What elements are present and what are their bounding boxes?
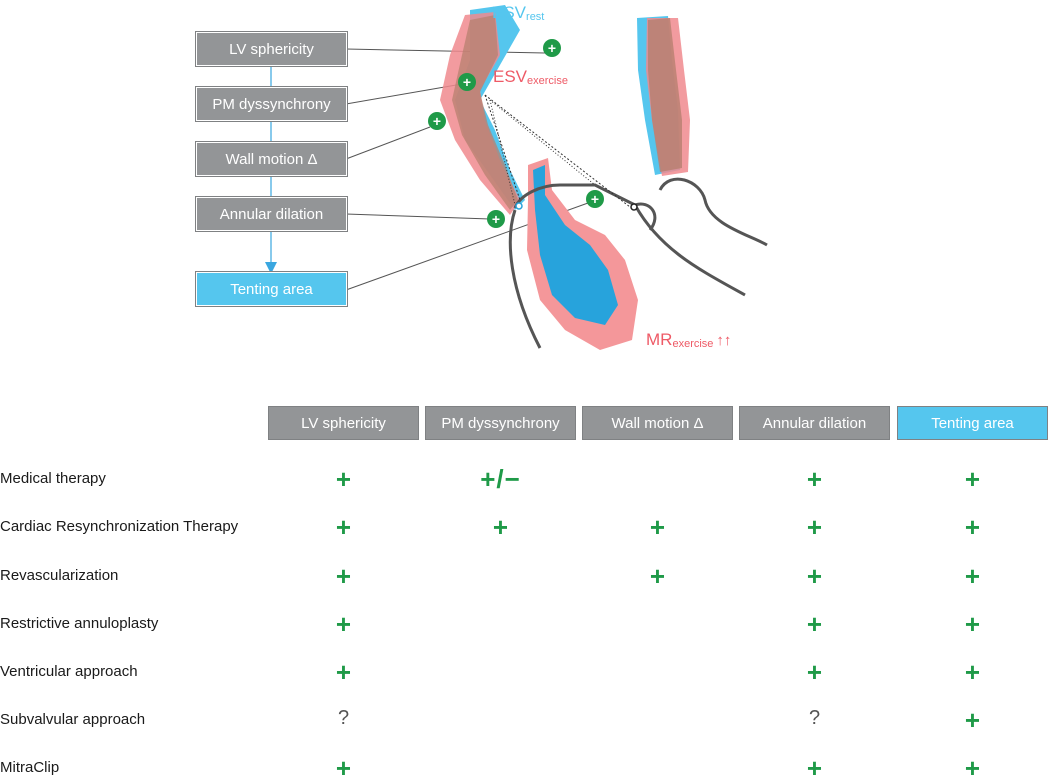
col-header-annular-dilation: Annular dilation <box>739 406 890 440</box>
table-cell: + <box>335 657 352 687</box>
table-cell: + <box>806 609 823 639</box>
outcome-box-tenting-area: Tenting area <box>195 271 348 307</box>
row-label: Subvalvular approach <box>0 711 146 728</box>
table-cell: + <box>964 705 981 735</box>
tether-line <box>484 94 631 208</box>
row-label: Cardiac Resynchronization Therapy <box>0 518 239 535</box>
table-cell: + <box>335 561 352 591</box>
svg-text:+: + <box>591 191 599 207</box>
table-cell: + <box>964 753 981 783</box>
col-header-wall-motion: Wall motion Δ <box>582 406 733 440</box>
plus-marker: + <box>586 190 604 208</box>
table-cell: + <box>806 464 823 494</box>
table-cell: + <box>964 657 981 687</box>
factor-box-wall-motion: Wall motion Δ <box>195 141 348 177</box>
aortic-curve <box>658 177 768 247</box>
row-label: Restrictive annuloplasty <box>0 615 159 632</box>
row-label: Ventricular approach <box>0 663 138 680</box>
table-cell: + <box>492 512 509 542</box>
plus-marker: + <box>487 210 505 228</box>
svg-text:+: + <box>492 211 500 227</box>
plus-marker: + <box>543 39 561 57</box>
table-cell: + <box>649 561 666 591</box>
table-cell: + <box>806 753 823 783</box>
anterior-leaflet <box>508 209 542 349</box>
svg-text:+: + <box>548 40 556 56</box>
connector-line <box>345 83 463 105</box>
table-cell: ? <box>337 707 350 729</box>
table-cell: + <box>335 512 352 542</box>
mr-exercise-label: MRexercise↑↑ <box>646 330 731 350</box>
table-cell: + <box>964 464 981 494</box>
col-header-lv-sphericity: LV sphericity <box>268 406 419 440</box>
annulus-point <box>630 203 638 211</box>
plus-marker: + <box>458 73 476 91</box>
connector-line <box>345 48 546 54</box>
esv-rest-label: ESVrest <box>492 3 544 23</box>
svg-text:+: + <box>433 113 441 129</box>
row-label: MitraClip <box>0 759 60 776</box>
table-cell: + <box>335 753 352 783</box>
table-cell: ? <box>808 707 821 729</box>
posterior-wall-overlap <box>648 18 682 172</box>
connector-line <box>345 126 431 160</box>
table-cell: + <box>335 464 352 494</box>
posterior-hook <box>634 202 657 231</box>
esv-exercise-label: ESVexercise <box>493 67 568 87</box>
plus-marker: + <box>428 112 446 130</box>
table-cell: + <box>649 512 666 542</box>
tether-line <box>484 94 521 201</box>
posterior-leaflet <box>633 204 746 297</box>
col-header-pm-dyssynchrony: PM dyssynchrony <box>425 406 576 440</box>
table-cell: + <box>964 609 981 639</box>
col-header-tenting-area: Tenting area <box>897 406 1048 440</box>
mr-jet-rest <box>533 165 618 325</box>
table-cell: + <box>335 609 352 639</box>
table-cell: + <box>806 512 823 542</box>
annulus-point <box>515 202 523 210</box>
ventricle-wall-overlap <box>452 15 518 210</box>
row-label: Medical therapy <box>0 470 106 487</box>
heart-diagram: + + + + + ESVrest ESVexercise MRexercise… <box>265 3 768 350</box>
svg-text:+: + <box>463 74 471 90</box>
table-cell: +/− <box>480 464 521 494</box>
table-cell: + <box>806 657 823 687</box>
row-label: Revascularization <box>0 567 119 584</box>
table-cell: + <box>964 561 981 591</box>
table-cell: + <box>806 561 823 591</box>
factor-box-lv-sphericity: LV sphericity <box>195 31 348 67</box>
connector-line <box>345 213 491 220</box>
table-cell: + <box>964 512 981 542</box>
factor-box-pm-dyssynchrony: PM dyssynchrony <box>195 86 348 122</box>
factor-box-annular-dilation: Annular dilation <box>195 196 348 232</box>
